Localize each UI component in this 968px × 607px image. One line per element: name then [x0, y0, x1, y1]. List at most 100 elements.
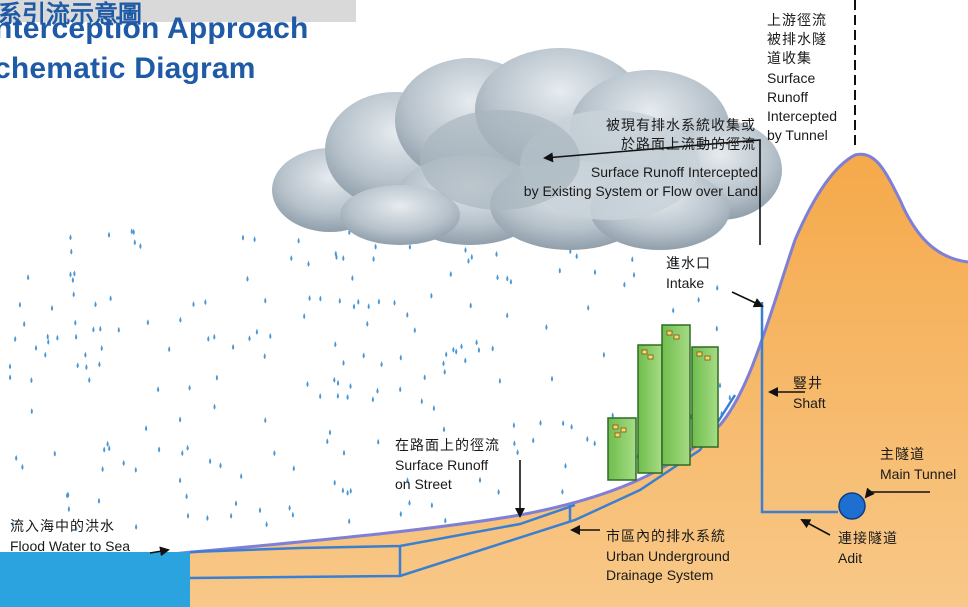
label-shaft-en: Shaft: [793, 395, 826, 411]
label-upstream-en4: by Tunnel: [767, 127, 828, 143]
raindrop: [408, 243, 411, 250]
raindrop: [186, 444, 189, 451]
raindrop: [491, 345, 494, 352]
raindrop: [399, 386, 402, 393]
raindrop: [342, 359, 345, 366]
label-street-runoff: 在路面上的徑流 Surface Runoff on Street: [395, 437, 500, 494]
title-banner: 系引流示意圖: [0, 0, 356, 28]
raindrop: [99, 325, 102, 332]
raindrop: [158, 446, 161, 453]
raindrop: [213, 403, 216, 410]
label-main-tunnel: 主隧道 Main Tunnel: [880, 446, 956, 484]
raindrop: [587, 304, 590, 311]
label-drainage-en1: Urban Underground: [606, 548, 730, 564]
raindrop: [67, 505, 70, 512]
raindrop: [478, 476, 482, 483]
raindrop: [349, 383, 352, 389]
raindrop: [342, 255, 345, 262]
raindrop: [357, 298, 360, 305]
raindrop: [71, 276, 74, 283]
raindrop: [467, 257, 470, 264]
raindrop: [336, 379, 340, 386]
raindrop: [593, 269, 597, 275]
raindrop: [209, 458, 212, 464]
raindrop: [675, 259, 678, 266]
raindrop: [213, 333, 216, 340]
raindrop: [146, 319, 149, 326]
raindrop: [672, 307, 675, 314]
raindrop: [297, 237, 300, 244]
raindrop: [341, 487, 344, 494]
raindrop: [333, 479, 336, 486]
annotation-arrows: [149, 139, 930, 557]
label-upstream-zh3: 道收集: [767, 51, 812, 67]
raindrop: [94, 301, 97, 308]
raindrop: [532, 437, 535, 444]
label-main-tunnel-zh: 主隧道: [880, 447, 925, 463]
raindrop: [380, 361, 383, 368]
raindrop: [432, 405, 435, 412]
raindrop: [406, 311, 409, 318]
raindrop: [716, 284, 719, 291]
label-flood-en: Flood Water to Sea: [10, 538, 131, 554]
raindrop: [303, 313, 306, 320]
raindrop: [319, 393, 322, 400]
raindrop: [333, 376, 336, 383]
raindrop: [443, 368, 446, 375]
raindrop: [179, 477, 182, 484]
title-cut-line: 系引流示意圖: [0, 1, 142, 28]
raindrop: [564, 462, 567, 469]
label-street-en1: Surface Runoff: [395, 457, 489, 473]
raindrop: [8, 363, 12, 370]
raindrop: [367, 303, 370, 310]
raindrop: [69, 271, 72, 278]
raindrop: [84, 351, 87, 358]
raindrop: [348, 518, 351, 525]
raindrop: [307, 260, 310, 267]
label-upstream-zh2: 被排水隧: [767, 32, 827, 48]
raindrop: [611, 412, 614, 419]
title-line-2: chematic Diagram: [0, 52, 256, 85]
raindrop: [85, 364, 88, 370]
label-drainage-system: 市區內的排水系統 Urban Underground Drainage Syst…: [606, 528, 730, 585]
raindrop: [602, 351, 605, 358]
raindrop: [263, 353, 266, 360]
raindrop: [346, 394, 349, 400]
label-drainage-en2: Drainage System: [606, 567, 714, 583]
raindrop: [11, 521, 14, 528]
label-existing-system: 被現有排水系統收集或 於路面上流動的徑流: [606, 117, 756, 155]
raindrop: [374, 243, 377, 250]
raindrop: [351, 275, 354, 281]
raindrop: [107, 231, 111, 238]
raindrop: [728, 394, 731, 401]
raindrop: [342, 449, 346, 456]
shaft-and-adit: [760, 302, 838, 514]
label-shaft-zh: 豎井: [793, 376, 823, 392]
label-existing-en2: by Existing System or Flow over Land: [523, 183, 758, 199]
raindrop: [470, 253, 473, 260]
label-street-zh: 在路面上的徑流: [395, 438, 500, 454]
raindrop: [72, 291, 75, 298]
raindrop: [423, 374, 426, 381]
label-shaft: 豎井 Shaft: [793, 375, 826, 413]
raindrop: [69, 234, 72, 241]
raindrop: [497, 488, 500, 495]
raindrop: [430, 502, 433, 509]
raindrop: [14, 335, 17, 342]
raindrop: [290, 255, 293, 262]
raindrop: [133, 239, 136, 246]
raindrop: [512, 422, 515, 429]
raindrop: [50, 305, 54, 311]
raindrop: [306, 381, 309, 387]
label-existing-en1: Surface Runoff Intercepted: [590, 164, 758, 180]
raindrop: [335, 253, 338, 260]
raindrop: [452, 346, 455, 353]
raindrop: [185, 493, 188, 500]
raindrop: [464, 357, 467, 364]
label-intake-zh: 進水口: [666, 256, 711, 272]
raindrop: [509, 278, 512, 285]
storm-cloud: [272, 48, 782, 250]
raindrop: [362, 352, 365, 359]
raindrop: [18, 301, 21, 308]
raindrop: [157, 386, 160, 393]
